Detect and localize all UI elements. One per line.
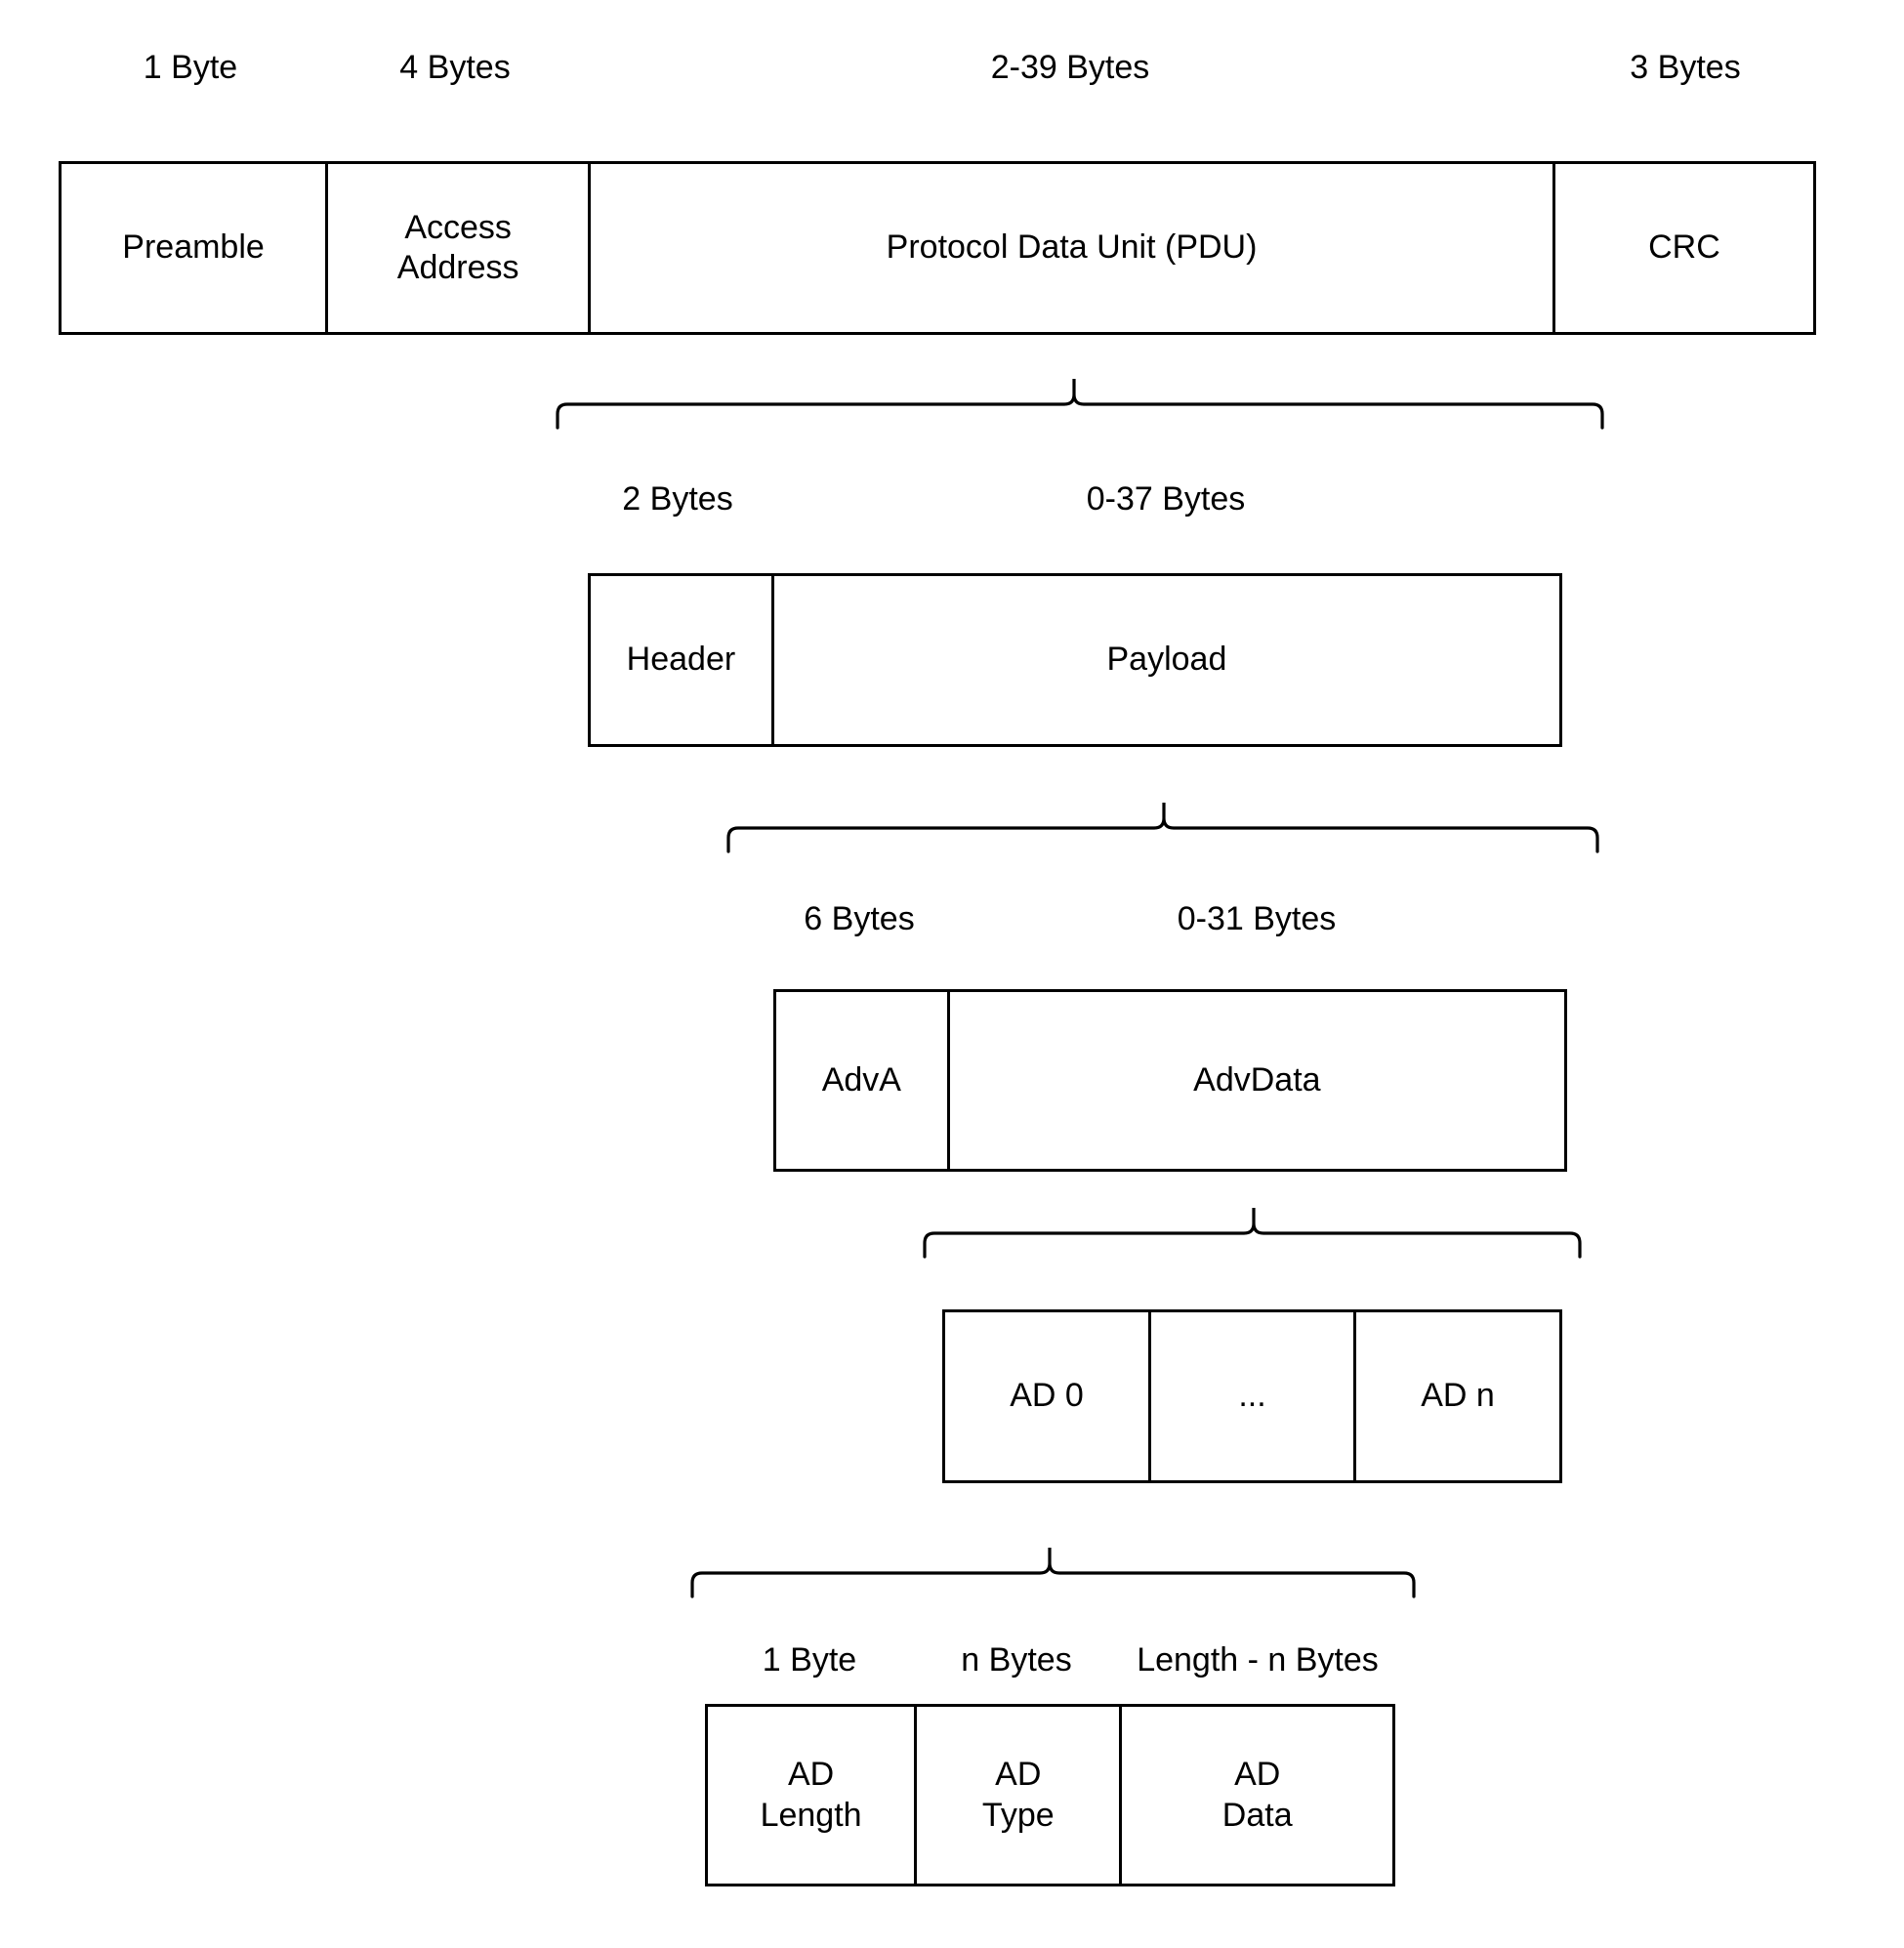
size-label-payload: 0-37 Bytes (1086, 480, 1246, 518)
size-label-ad-length: 1 Byte (762, 1641, 857, 1679)
field-ad-n: AD n (1353, 1312, 1559, 1480)
size-label-adva: 6 Bytes (804, 900, 915, 937)
field-access-address: Access Address (325, 164, 588, 332)
brace-advdata (922, 1206, 1583, 1259)
field-adva: AdvA (821, 1060, 901, 1098)
size-label-ad-data: Length - n Bytes (1137, 1641, 1379, 1679)
field-ad-ellipsis: ... (1148, 1312, 1353, 1480)
field-advdata: AdvData (946, 992, 1564, 1169)
field-preamble: Preamble (122, 228, 265, 267)
size-label-crc: 3 Bytes (1630, 49, 1741, 86)
brace-payload (725, 801, 1600, 853)
size-label-access-address: 4 Bytes (399, 49, 511, 86)
field-header: Header (626, 641, 736, 679)
packet-row-pdu: Header Payload (588, 573, 1562, 747)
field-pdu: Protocol Data Unit (PDU) (588, 164, 1552, 332)
field-crc: CRC (1552, 164, 1813, 332)
size-label-header: 2 Bytes (622, 480, 733, 518)
field-ad-0: AD 0 (1010, 1377, 1084, 1415)
field-ad-length: AD Length (760, 1756, 862, 1834)
size-label-pdu: 2-39 Bytes (990, 49, 1150, 86)
brace-ad-structure (689, 1546, 1417, 1598)
field-ad-type: AD Type (914, 1707, 1119, 1884)
brace-pdu (555, 377, 1605, 430)
packet-row-ad-structure: AD Length AD Type AD Data (705, 1704, 1395, 1886)
packet-row-link-layer: Preamble Access Address Protocol Data Un… (59, 161, 1816, 335)
size-label-ad-type: n Bytes (961, 1641, 1072, 1679)
size-label-advdata: 0-31 Bytes (1177, 900, 1337, 937)
size-label-preamble: 1 Byte (143, 49, 238, 86)
packet-row-advdata: AD 0 ... AD n (942, 1309, 1562, 1483)
field-payload: Payload (770, 576, 1559, 744)
packet-row-payload: AdvA AdvData (773, 989, 1567, 1172)
field-ad-data: AD Data (1119, 1707, 1392, 1884)
